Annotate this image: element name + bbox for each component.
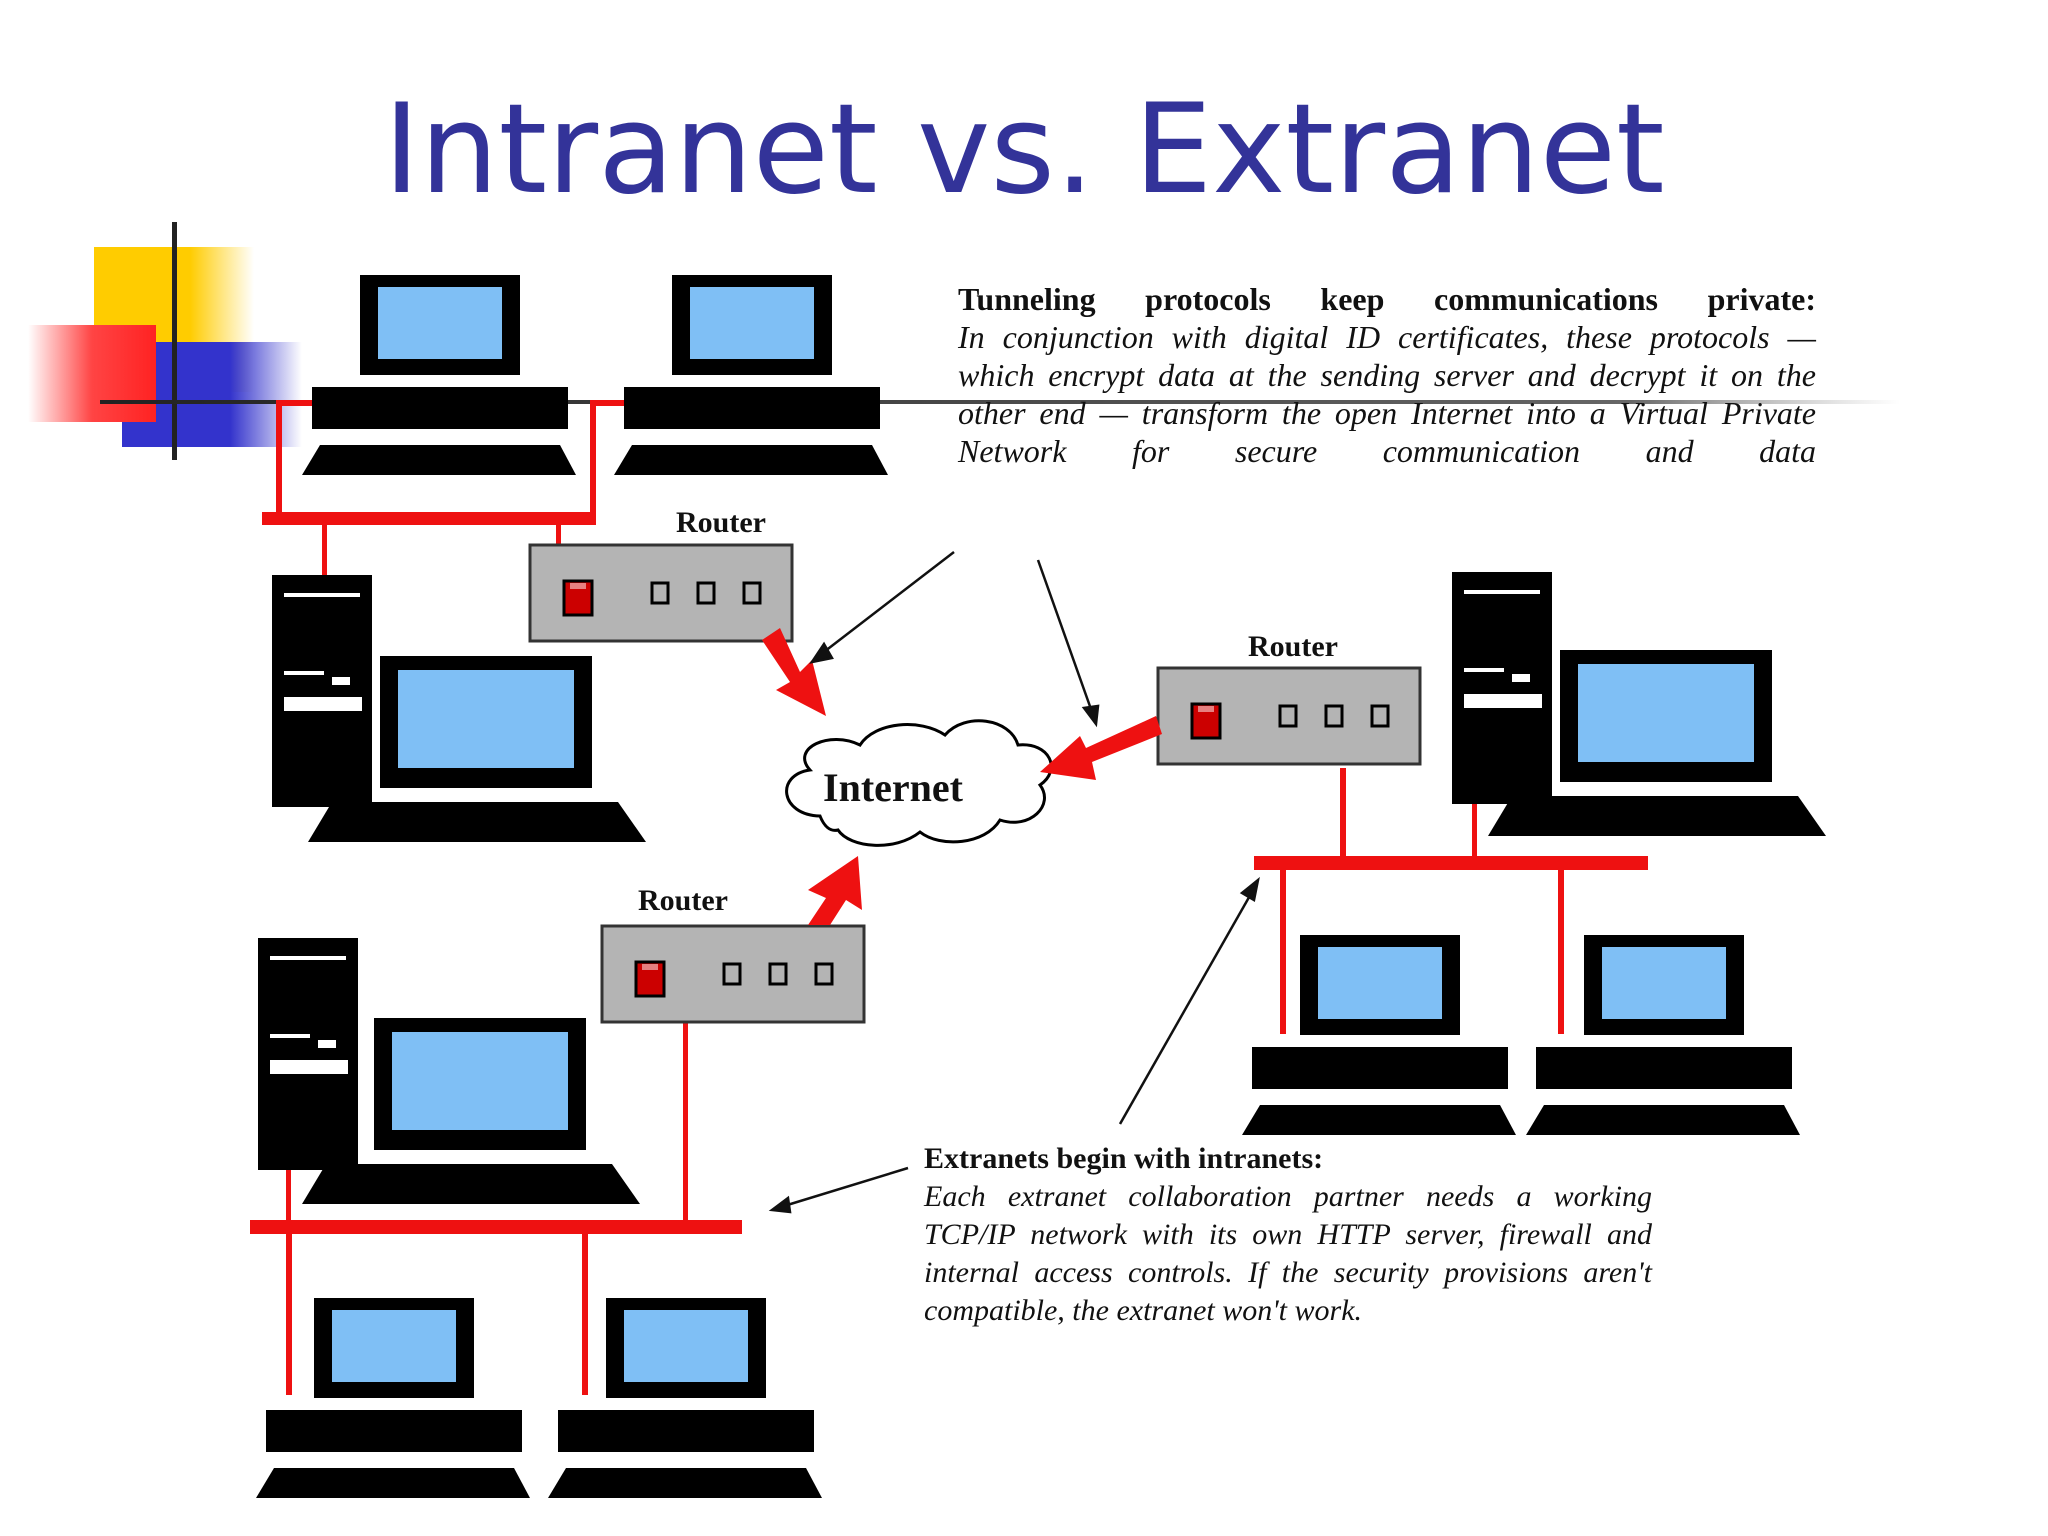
internet-label: Internet: [823, 765, 963, 810]
arrow-icon: [768, 551, 1260, 1214]
extranets-heading: Extranets begin with intranets:: [924, 1142, 1324, 1175]
network-line-bottom-left: [250, 1016, 742, 1395]
extranets-text: Extranets begin with intranets: Each extr…: [924, 1140, 1652, 1330]
router-icon: [528, 543, 794, 643]
tunneling-body: In conjunction with digital ID certifica…: [958, 319, 1816, 469]
desktop-tower-icon: [258, 938, 358, 1170]
desktop-tower-icon: [272, 575, 372, 807]
router-label: Router: [676, 506, 766, 539]
router-icon: [600, 924, 866, 1024]
workstation-icon: [548, 1298, 822, 1498]
slide-title: Intranet vs. Extranet: [383, 78, 1665, 222]
router-label: Router: [1248, 630, 1338, 663]
network-line-top-left: [262, 400, 624, 577]
decorative-corner-graphic: [28, 222, 1900, 460]
desktop-tower-icon: [1452, 572, 1552, 804]
workstation-icon: [256, 1298, 530, 1498]
workstation-icon: [1526, 935, 1800, 1135]
tunneling-heading: Tunneling protocols keep communications …: [958, 281, 1816, 317]
tunneling-protocols-text: Tunneling protocols keep communications …: [958, 280, 1816, 470]
workstation-icon: [614, 275, 888, 475]
internet-cloud-icon: [785, 719, 1053, 847]
network-line-right: [1254, 768, 1648, 1034]
extranets-body: Each extranet collaboration partner need…: [924, 1180, 1652, 1327]
router-icon: [1156, 666, 1422, 766]
router-label: Router: [638, 884, 728, 917]
arrow-icon: [762, 628, 1162, 925]
workstation-icon: [302, 275, 576, 475]
